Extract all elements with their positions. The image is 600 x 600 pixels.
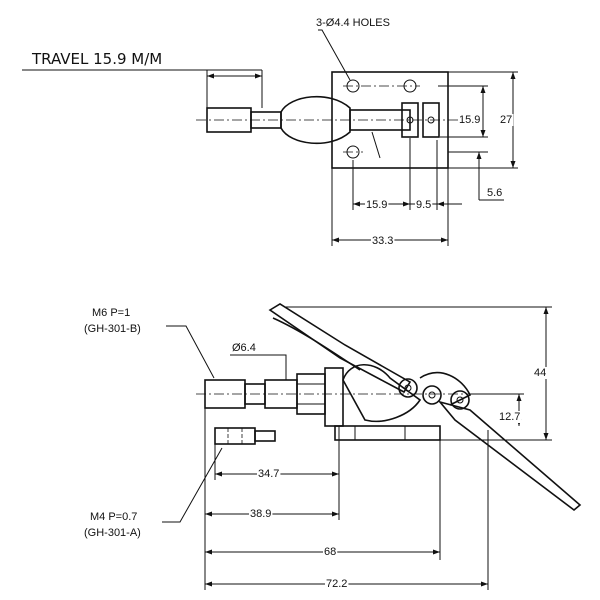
side-base	[334, 425, 441, 441]
label-backdrop	[315, 17, 391, 29]
linkage-clevis-1	[401, 102, 419, 138]
dim-38-9: 38.9	[250, 508, 271, 520]
dim-15-9-vertical: 15.9	[459, 114, 480, 126]
label-backdrop	[257, 468, 281, 480]
side-bracket	[324, 367, 344, 427]
label-backdrop	[249, 508, 273, 520]
dim-68: 68	[324, 546, 336, 558]
label-backdrop	[325, 578, 349, 590]
pivot-pin-1	[406, 116, 414, 124]
m6-thread-label: M6 P=1	[92, 307, 130, 319]
top-view: TRAVEL 15.9 M/M 3-Ø4.4 HOLES	[22, 17, 518, 247]
linkage-bar	[371, 131, 381, 159]
handle-grip	[280, 95, 351, 145]
dim-44: 44	[534, 367, 546, 379]
label-backdrop	[499, 114, 514, 126]
dim-15-9-horizontal: 15.9	[366, 199, 387, 211]
dim-34-7: 34.7	[258, 468, 279, 480]
handle-lever-lower	[437, 400, 582, 512]
label-backdrop	[458, 114, 482, 126]
handle-lever-upper	[268, 303, 412, 394]
linkage-clevis-2	[422, 102, 440, 138]
label-backdrop	[486, 187, 504, 199]
side-view: M6 P=1 (GH-301-B) Ø6.4	[83, 303, 582, 590]
travel-label: TRAVEL 15.9 M/M	[31, 50, 162, 68]
label-backdrop	[83, 323, 142, 335]
label-backdrop	[415, 199, 433, 211]
dim-12-7: 12.7	[499, 411, 520, 423]
base-plate	[331, 71, 449, 169]
linkage-arm	[349, 109, 411, 131]
dim-9-5: 9.5	[416, 199, 431, 211]
label-backdrop	[365, 199, 389, 211]
pivot-pin-2	[427, 116, 435, 124]
side-pivot-2-pin	[428, 391, 436, 399]
label-backdrop	[533, 367, 548, 379]
dim-33-3: 33.3	[372, 235, 393, 247]
dim-5-6: 5.6	[487, 187, 502, 199]
dim-27: 27	[500, 114, 512, 126]
holes-label: 3-Ø4.4 HOLES	[316, 17, 390, 29]
side-pivot-2	[422, 385, 442, 405]
holes-leader	[318, 29, 351, 81]
side-pivot-3	[450, 390, 470, 410]
dim-72-2: 72.2	[326, 578, 347, 590]
label-backdrop	[371, 235, 395, 247]
side-link-arc	[419, 372, 472, 406]
handle-lever-curve	[272, 317, 361, 371]
label-backdrop	[323, 546, 338, 558]
side-pivot-3-pin	[456, 396, 464, 404]
label-backdrop	[231, 342, 257, 354]
m4-plunger	[214, 427, 256, 445]
m4-leader	[162, 447, 223, 523]
label-backdrop	[83, 527, 142, 539]
m6-leader	[166, 325, 215, 379]
label-backdrop	[498, 411, 522, 423]
side-pivot-1	[398, 378, 418, 398]
label-backdrop	[89, 511, 139, 523]
m4-thread-label: M4 P=0.7	[90, 511, 137, 523]
m4-part-label: (GH-301-A)	[84, 527, 141, 539]
label-backdrop	[91, 307, 132, 319]
m6-part-label: (GH-301-B)	[84, 323, 141, 335]
dia-6-4-label: Ø6.4	[232, 342, 256, 354]
side-body	[342, 364, 422, 423]
dia-6-4-leader	[230, 354, 287, 380]
m4-plunger-tip	[254, 430, 276, 442]
